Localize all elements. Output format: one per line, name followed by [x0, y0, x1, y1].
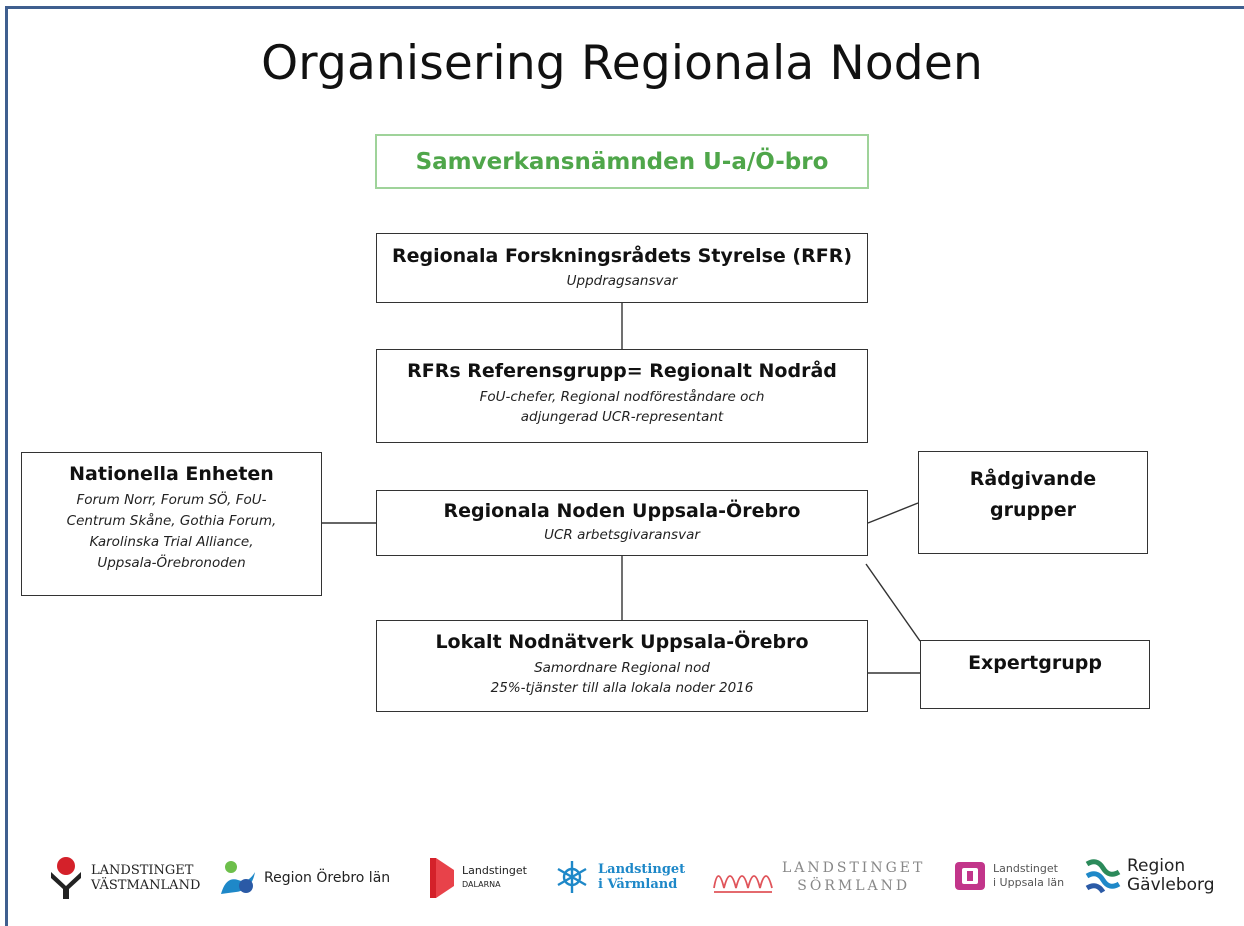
sormland-line1: LANDSTINGET [782, 860, 926, 876]
expert-title: Expertgrupp [968, 652, 1102, 674]
page-title: Organisering Regionala Noden [261, 36, 983, 91]
dalarna-icon [430, 858, 454, 898]
samverkan-title: Samverkansnämnden U-a/Ö-bro [415, 149, 829, 175]
sormland-line2: SÖRMLAND [797, 878, 911, 894]
lokalt-title: Lokalt Nodnätverk Uppsala-Örebro [435, 631, 809, 653]
connector-noden-radgivande [867, 502, 919, 524]
expert-box: Expertgrupp [920, 640, 1150, 709]
slide-frame [5, 6, 1244, 926]
nationella-line2: Centrum Skåne, Gothia Forum, [66, 513, 277, 529]
logo-uppsala: Landstinget i Uppsala län [953, 858, 1064, 894]
vastmanland-icon [51, 857, 81, 899]
gavleborg-line2: Gävleborg [1127, 875, 1215, 895]
lokalt-subtitle-line2: 25%-tjänster till alla lokala noder 2016 [490, 680, 754, 696]
connector-noden-expert [865, 563, 921, 642]
lokalt-box: Lokalt Nodnätverk Uppsala-Örebro Samordn… [376, 620, 868, 712]
referens-subtitle-line2: adjungerad UCR-representant [520, 409, 724, 425]
logo-gavleborg: Region Gävleborg [1085, 856, 1215, 896]
logo-vastmanland: LANDSTINGET VÄSTMANLAND [47, 856, 200, 900]
logo-dalarna: Landstinget DALARNA [428, 856, 527, 900]
logo-row: LANDSTINGET VÄSTMANLAND Region Örebro lä… [40, 852, 1240, 907]
orebro-icon [221, 861, 255, 894]
dalarna-line2: DALARNA [462, 880, 501, 889]
nationella-line1: Forum Norr, Forum SÖ, FoU- [76, 492, 267, 508]
varmland-icon [557, 861, 587, 893]
uppsala-line1: Landstinget [993, 862, 1058, 875]
samverkan-box: Samverkansnämnden U-a/Ö-bro [375, 134, 869, 189]
uppsala-icon [955, 862, 985, 890]
nationella-box: Nationella Enheten Forum Norr, Forum SÖ,… [21, 452, 322, 596]
radgivande-title-line2: grupper [990, 499, 1076, 521]
referens-subtitle-line1: FoU-chefer, Regional nodföreståndare och [479, 389, 765, 405]
referens-box: RFRs Referensgrupp= Regionalt Nodråd FoU… [376, 349, 868, 443]
lokalt-subtitle-line1: Samordnare Regional nod [534, 660, 710, 676]
varmland-line1: Landstinget [598, 862, 686, 877]
varmland-line2: i Värmland [598, 877, 678, 892]
noden-box: Regionala Noden Uppsala-Örebro UCR arbet… [376, 490, 868, 556]
orebro-label: Region Örebro län [264, 870, 391, 886]
nationella-line4: Uppsala-Örebronoden [97, 555, 246, 571]
nationella-title: Nationella Enheten [69, 463, 274, 485]
vastmanland-line2: VÄSTMANLAND [91, 878, 201, 893]
referens-title: RFRs Referensgrupp= Regionalt Nodråd [407, 360, 837, 382]
noden-title: Regionala Noden Uppsala-Örebro [443, 500, 801, 522]
rfr-subtitle: Uppdragsansvar [566, 273, 678, 289]
gavleborg-icon [1085, 859, 1121, 894]
gavleborg-line1: Region [1127, 856, 1186, 876]
dalarna-line1: Landstinget [462, 864, 527, 877]
noden-subtitle: UCR arbetsgivaransvar [544, 527, 700, 543]
radgivande-title-line1: Rådgivande [969, 468, 1097, 490]
logo-orebro: Region Örebro län [218, 858, 390, 898]
vastmanland-line1: LANDSTINGET [91, 863, 194, 878]
radgivande-box: Rådgivande grupper [918, 451, 1148, 554]
rfr-title: Regionala Forskningsrådets Styrelse (RFR… [391, 245, 853, 267]
logo-varmland: Landstinget i Värmland [552, 857, 685, 897]
rfr-box: Regionala Forskningsrådets Styrelse (RFR… [376, 233, 868, 303]
logo-sormland: LANDSTINGET SÖRMLAND [710, 858, 925, 896]
nationella-line3: Karolinska Trial Alliance, [89, 534, 254, 550]
sormland-icon [713, 875, 773, 893]
uppsala-line2: i Uppsala län [993, 876, 1065, 889]
